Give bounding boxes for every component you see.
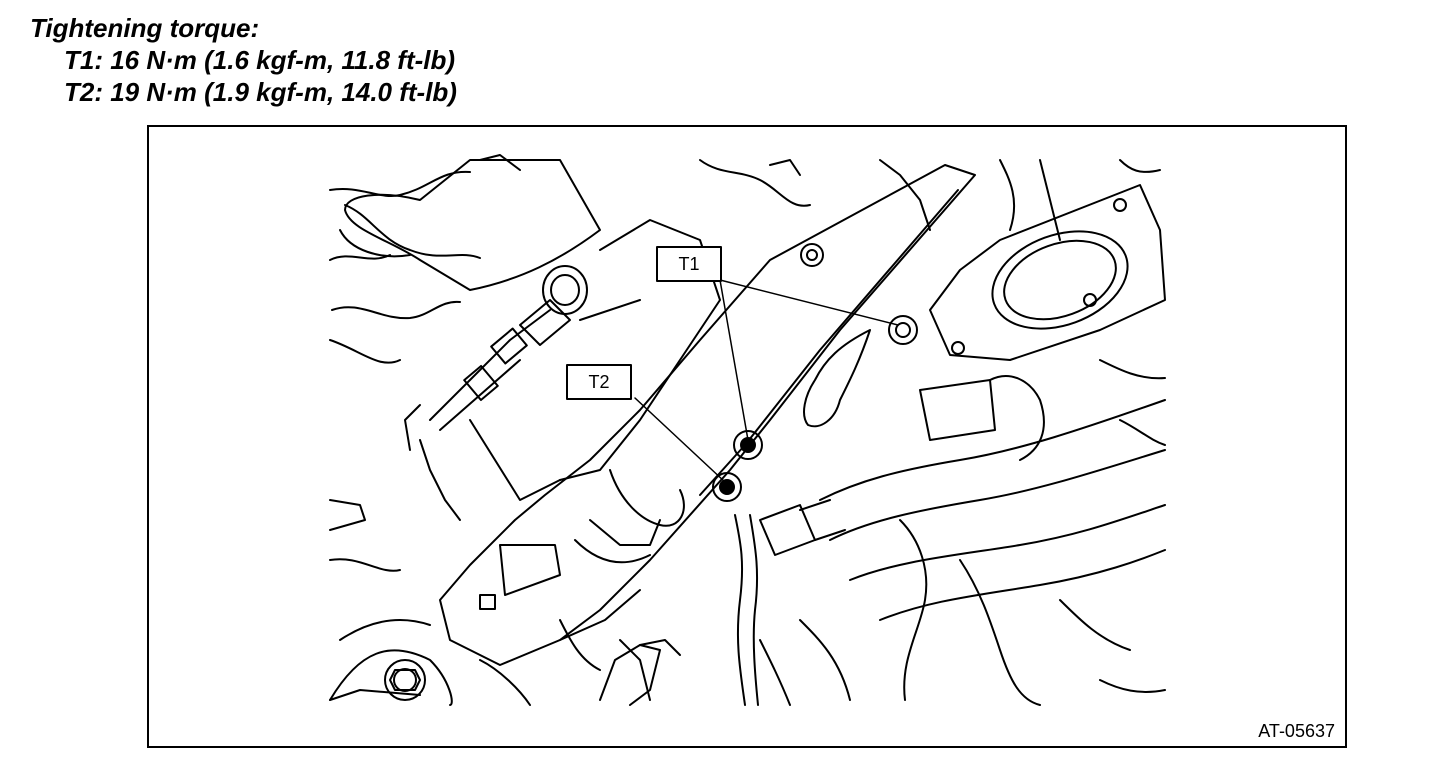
lower-arm bbox=[329, 649, 453, 706]
lower-sensor bbox=[599, 639, 681, 706]
leader-lines bbox=[634, 279, 899, 483]
torque-spec-t2: T2: 19 N·m (1.9 kgf-m, 14.0 ft-lb) bbox=[64, 77, 457, 107]
upper-hose bbox=[339, 159, 601, 315]
callout-t1: T1 bbox=[656, 246, 722, 282]
figure-frame: AT-05637 bbox=[147, 125, 1347, 748]
flange-plate bbox=[929, 184, 1166, 361]
lower-connector bbox=[734, 499, 846, 706]
bolt-upper-center bbox=[800, 243, 824, 267]
bolt-t1-upper bbox=[888, 315, 918, 345]
left-connector bbox=[429, 299, 571, 431]
torque-heading: Tightening torque: bbox=[30, 13, 260, 43]
torque-spec: Tightening torque: T1: 16 N·m (1.6 kgf-m… bbox=[30, 12, 457, 108]
figure-id: AT-05637 bbox=[1258, 721, 1335, 741]
engine-background bbox=[329, 154, 1166, 706]
callout-t1-label: T1 bbox=[678, 254, 699, 274]
torque-spec-t1: T1: 16 N·m (1.6 kgf-m, 11.8 ft-lb) bbox=[64, 45, 456, 75]
right-hoses bbox=[819, 375, 1166, 621]
callout-t2: T2 bbox=[566, 364, 632, 400]
center-housing bbox=[469, 219, 721, 546]
callout-t2-label: T2 bbox=[588, 372, 609, 392]
bolt-t2 bbox=[712, 472, 742, 502]
bolt-t1-lower bbox=[733, 430, 763, 460]
transmission-bracket bbox=[439, 164, 976, 666]
